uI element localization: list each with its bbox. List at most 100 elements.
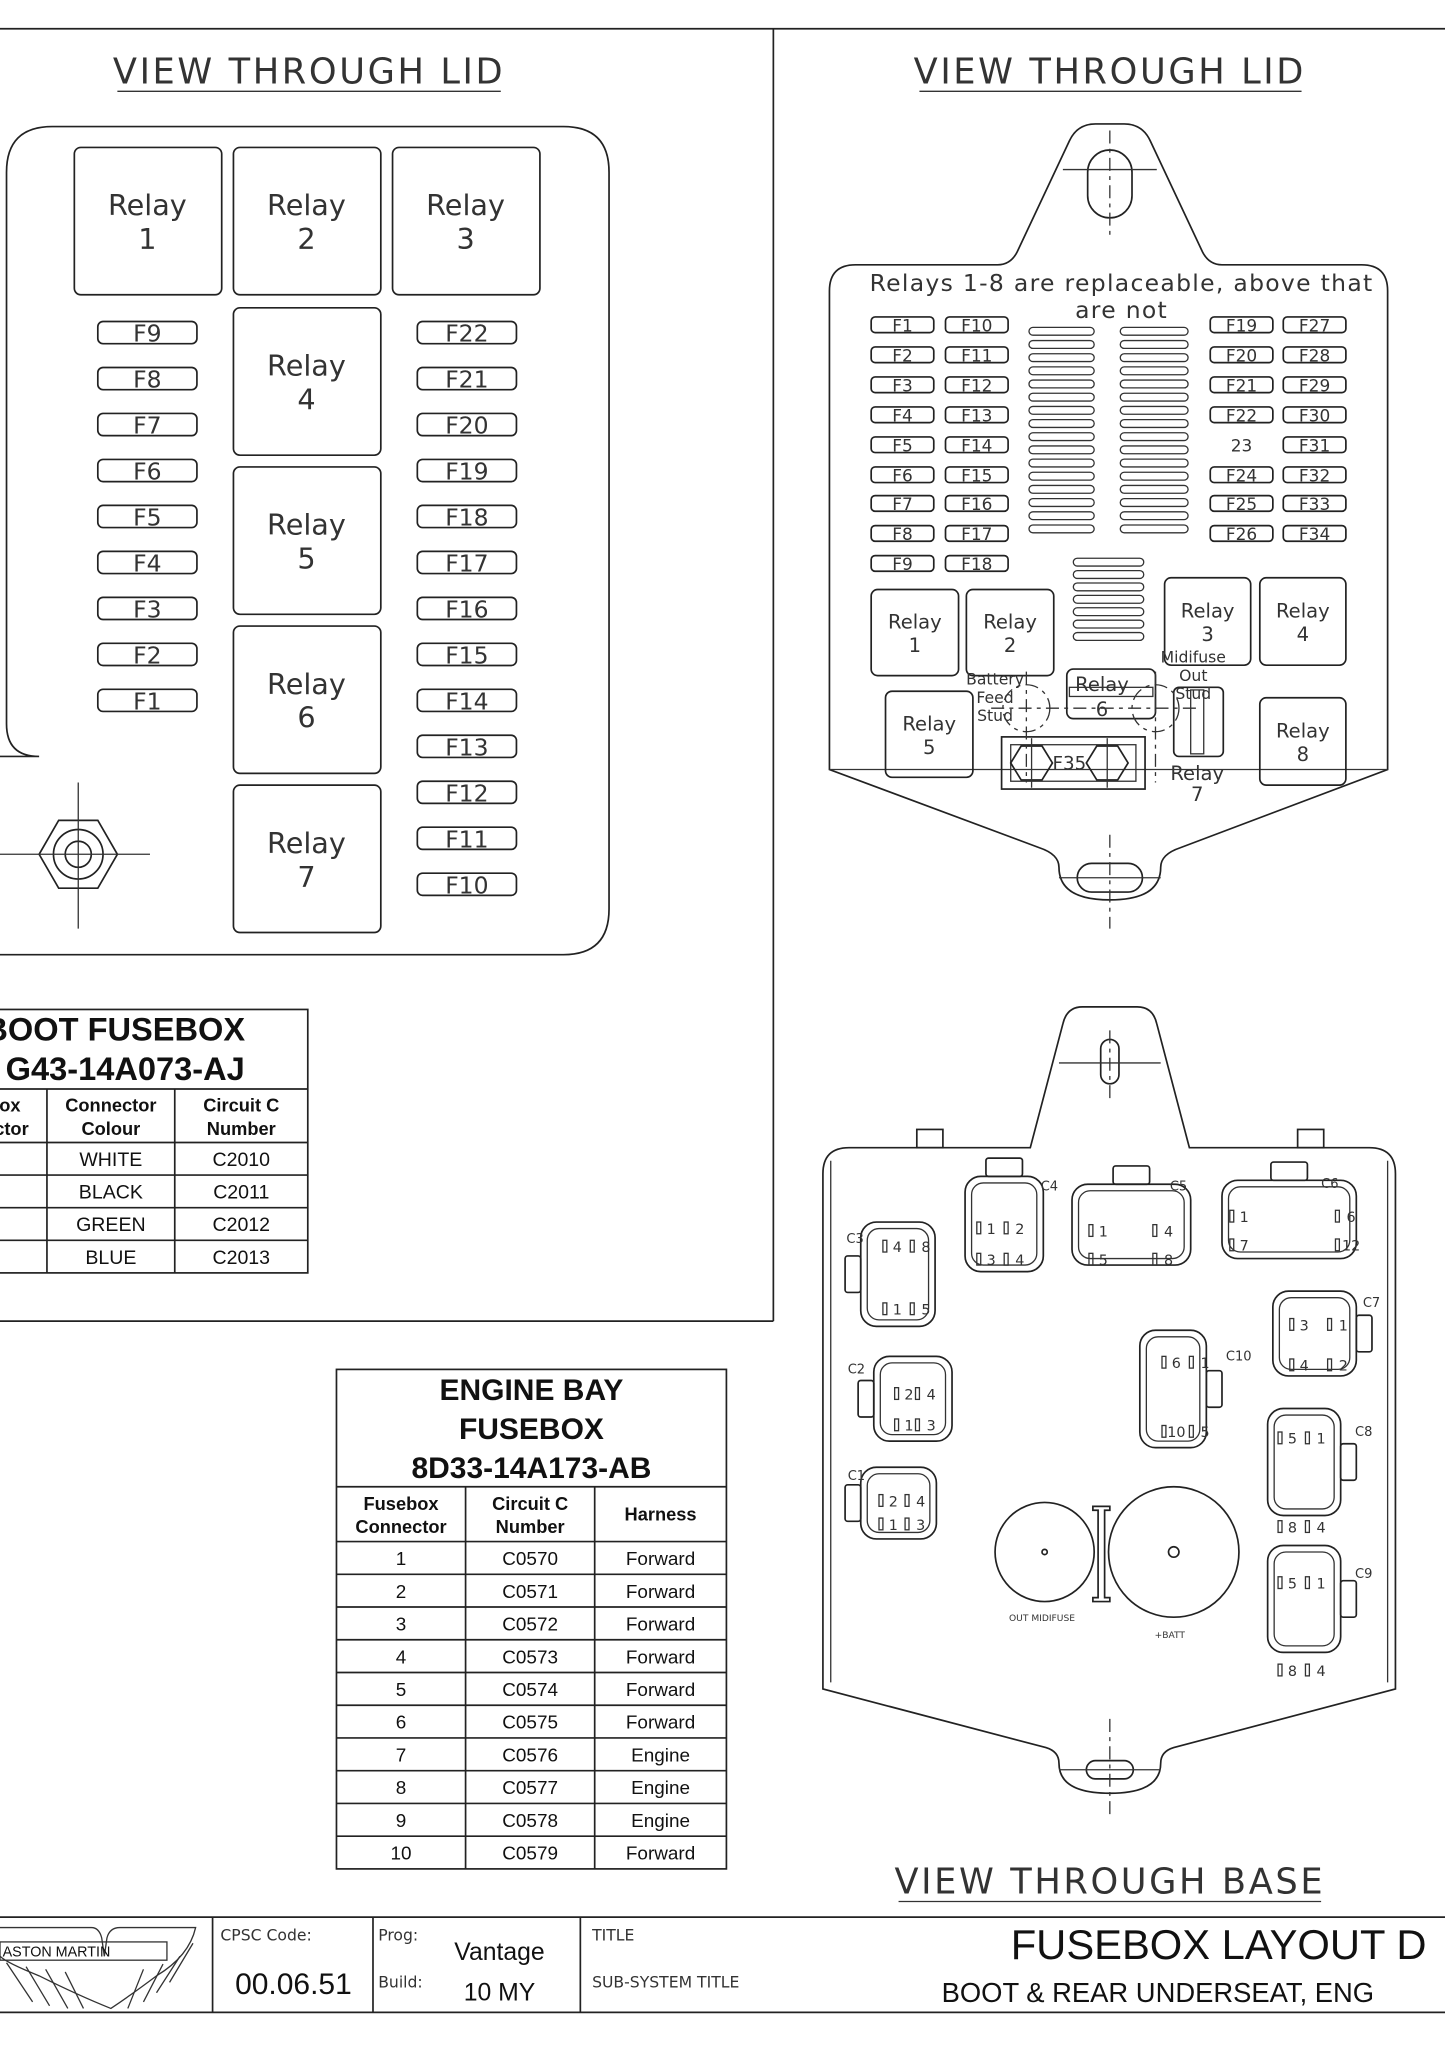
boot-fuse-f21: F21	[416, 366, 518, 394]
table-cell: Forward	[626, 1647, 695, 1668]
drawing-title: FUSEBOX LAYOUT D	[1011, 1921, 1427, 1968]
connector-pin-number: 1	[889, 1518, 898, 1534]
relay-label: Relay	[267, 508, 346, 542]
pin-terminal	[1326, 1358, 1333, 1372]
fuse-label: F12	[961, 375, 992, 395]
table-cell: C0576	[502, 1745, 558, 1766]
connector-pin-number: 4	[927, 1387, 936, 1403]
fuse-label: F16	[961, 494, 992, 514]
column-header: Connector	[0, 1118, 29, 1139]
table-cell: BLUE	[85, 1247, 136, 1269]
fuse-label: F29	[1299, 375, 1330, 395]
fuse-label: F3	[133, 596, 161, 624]
relay-number: 6	[297, 701, 315, 735]
engine-bay-fusebox-lid-view: VIEW THROUGH LID Relays 1-8 are replacea…	[828, 52, 1389, 929]
pin-terminal	[1152, 1252, 1158, 1266]
column-header: Circuit C	[203, 1094, 279, 1115]
table-cell: C2013	[212, 1247, 270, 1269]
relay-label: Relay	[426, 188, 505, 222]
boot-fuse-f5: F5	[96, 504, 198, 532]
connector-pin-number: 5	[921, 1303, 930, 1319]
relay-number: 7	[1191, 783, 1203, 806]
relay-number: 1	[138, 222, 156, 256]
fuse-label: F21	[1226, 375, 1257, 395]
pin-terminal	[882, 1302, 888, 1316]
relay-label: Relay	[108, 188, 187, 222]
relay-label: Relay	[1075, 673, 1129, 696]
fuse-label: F3	[892, 375, 913, 395]
connector-pin-number: 4	[1164, 1224, 1173, 1240]
table-cell: C0571	[502, 1582, 558, 1603]
fuse-label: F26	[1226, 524, 1257, 544]
pin-terminal	[1334, 1238, 1341, 1252]
column-header: Colour	[81, 1118, 140, 1139]
table-cell: 6	[396, 1713, 407, 1734]
battery-feed-stud-label: Battery	[966, 670, 1024, 689]
fuse-label: F9	[892, 554, 913, 574]
table-cell: 1	[396, 1549, 407, 1570]
column-header: Number	[207, 1118, 276, 1139]
fuse-label: F16	[445, 596, 488, 624]
connector-pin-number: 2	[1015, 1222, 1024, 1238]
engine-fuse-f6: F6	[870, 465, 935, 485]
connector-pin-number: 5	[1288, 1432, 1297, 1448]
aston-martin-wings-logo: ASTON MARTIN	[0, 1926, 197, 2010]
boot-fuse-f6: F6	[96, 458, 198, 486]
boot-fusebox-lid-view: VIEW THROUGH LID Relay1Relay2Relay3Relay…	[0, 52, 610, 956]
table-cell: C2012	[212, 1214, 270, 1236]
fuse-label: F12	[445, 779, 488, 807]
column-header: Circuit C	[492, 1493, 568, 1514]
engine-lid-view-title: VIEW THROUGH LID	[914, 52, 1306, 93]
pin-terminal	[914, 1387, 921, 1401]
engine-fuse-f30: F30	[1282, 405, 1347, 425]
engine-fuse-f24: F24	[1209, 465, 1274, 485]
column-header: Harness	[625, 1504, 697, 1525]
batt-stud	[1107, 1485, 1240, 1619]
fuse-label: F18	[445, 504, 488, 532]
table-cell: WHITE	[79, 1149, 142, 1171]
table-cell: Forward	[626, 1713, 695, 1734]
fuse-label: F28	[1299, 345, 1330, 365]
connector-pin-number: 1	[893, 1303, 902, 1319]
fuse-label: F9	[133, 320, 161, 348]
fuse-label: F5	[133, 504, 161, 532]
connector-pin-number: 8	[1164, 1253, 1173, 1269]
engine-fuse-f27: F27	[1282, 315, 1347, 335]
out-midifuse-stud	[994, 1501, 1096, 1603]
pin-terminal	[1277, 1663, 1283, 1677]
engine-fuse-f32: F32	[1282, 465, 1347, 485]
table-cell: 4	[396, 1647, 407, 1668]
relay-number: 5	[297, 542, 315, 576]
pin-terminal	[1334, 1209, 1341, 1223]
fuse-label: F17	[961, 524, 992, 544]
fuse-label: F6	[133, 458, 161, 486]
table-cell: Engine	[631, 1778, 690, 1799]
fuse-label: F18	[961, 554, 992, 574]
engine-fuse-f10: F10	[944, 315, 1009, 335]
fuse-label: F7	[892, 494, 913, 514]
engine-fuse-f3: F3	[870, 375, 935, 395]
relay-label: Relay	[1276, 600, 1330, 623]
fuse-label: F8	[892, 524, 913, 544]
table-cell: C0570	[502, 1549, 558, 1570]
connector-pin-number: 8	[921, 1240, 930, 1256]
boot-fuse-f19: F19	[416, 458, 518, 486]
pin-terminal	[878, 1517, 884, 1531]
engine-fuse-f29: F29	[1282, 375, 1347, 395]
connector-id: C6	[1321, 1177, 1338, 1192]
table-cell: C0577	[502, 1778, 558, 1799]
fuse-label: F6	[892, 465, 913, 485]
fuse-label: F7	[133, 412, 161, 440]
midifuse-out-stud-label: Out	[1179, 666, 1207, 685]
boot-fusebox-outline	[0, 125, 610, 956]
boot-fuse-f15: F15	[416, 642, 518, 670]
